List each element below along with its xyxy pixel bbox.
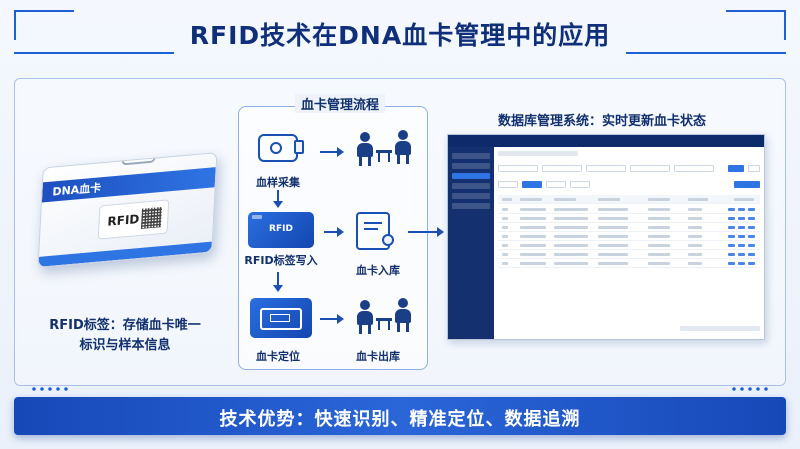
sidebar-item	[452, 203, 490, 209]
arrow-to-database	[408, 227, 444, 237]
database-screen	[447, 134, 765, 340]
qr-code-icon	[140, 206, 162, 229]
filter-field	[542, 165, 582, 172]
person-icon	[352, 300, 378, 334]
sidebar-item	[452, 193, 490, 199]
table-row	[498, 232, 760, 241]
table-row	[498, 241, 760, 250]
card-stripe: DNA血卡	[41, 167, 216, 203]
dna-blood-card-illustration: DNA血卡 RFID	[30, 150, 220, 270]
arrow-collection-to-handover	[320, 147, 344, 157]
screen-tab-active	[522, 181, 542, 188]
decorative-dots	[730, 386, 770, 392]
rfid-tag-label: RFID	[107, 211, 140, 229]
table-row	[498, 214, 760, 223]
table-row	[498, 250, 760, 259]
table-icon	[376, 318, 392, 330]
corner-decoration-right	[726, 10, 786, 40]
rfid-tag-caption: RFID标签：存储血卡唯一 标识与样本信息	[30, 316, 220, 356]
step-label-out: 血卡出库	[356, 350, 400, 363]
screen-topbar	[448, 135, 764, 147]
title-underline-right	[626, 52, 786, 54]
card-hole	[121, 152, 156, 166]
step-label-storage: 血卡入库	[356, 264, 400, 277]
person-icon	[390, 298, 416, 332]
card-box-icon	[250, 298, 312, 338]
card-stripe-label: DNA血卡	[52, 181, 102, 199]
screen-tab	[498, 181, 518, 188]
advantage-banner-text: 技术优势：快速识别、精准定位、数据追溯	[219, 409, 581, 430]
card-bottom-stripe	[38, 241, 212, 267]
table-row	[498, 259, 760, 268]
screen-tab	[570, 181, 590, 188]
arrow-rfid-to-locate	[273, 272, 283, 292]
screen-sidebar	[448, 147, 494, 339]
page-title: RFID技术在DNA血卡管理中的应用	[189, 21, 611, 50]
filter-field	[586, 165, 626, 172]
person-icon	[352, 132, 378, 166]
advantage-banner: 技术优势：快速识别、精准定位、数据追溯	[14, 397, 786, 435]
document-storage-icon	[356, 212, 394, 250]
table-row	[498, 223, 760, 232]
rfid-tag-caption-line1: RFID标签：存储血卡唯一	[49, 318, 201, 333]
rfid-tag-caption-line2: 标识与样本信息	[79, 338, 171, 353]
table-header-row	[498, 195, 760, 204]
database-caption: 数据库管理系统：实时更新血卡状态	[498, 114, 707, 129]
rfid-chip-text: RFID	[269, 224, 293, 234]
corner-decoration-left	[14, 10, 74, 40]
search-button	[728, 165, 744, 172]
add-button	[734, 181, 760, 188]
screen-tab	[546, 181, 566, 188]
table-icon	[376, 150, 392, 162]
decorative-dots	[30, 386, 70, 392]
sidebar-item	[452, 183, 490, 189]
arrow-collection-to-rfid	[273, 190, 283, 208]
filter-field	[674, 165, 714, 172]
step-label-rfid-writing: RFID标签写入	[244, 254, 318, 267]
sidebar-item-active	[452, 173, 490, 179]
screen-breadcrumb	[498, 151, 578, 156]
reset-button	[748, 165, 760, 172]
sidebar-item	[452, 153, 490, 159]
sidebar-item	[452, 163, 490, 169]
arrow-locate-to-out	[320, 314, 344, 324]
table-row	[498, 205, 760, 214]
card-reader-icon	[258, 134, 304, 162]
person-icon	[390, 130, 416, 164]
title-underline-left	[14, 52, 174, 54]
dna-blood-card: DNA血卡 RFID	[37, 151, 218, 269]
rfid-card-icon: RFID	[248, 212, 314, 248]
arrow-rfid-to-storage	[324, 227, 344, 237]
step-label-blood-collection: 血样采集	[256, 176, 300, 189]
screen-main	[498, 151, 760, 335]
filter-field	[630, 165, 670, 172]
step-label-locate: 血卡定位	[256, 350, 300, 363]
screen-pagination	[680, 326, 760, 331]
filter-field	[498, 165, 538, 172]
rfid-tag: RFID	[97, 199, 170, 240]
process-flow-title: 血卡管理流程	[295, 94, 386, 113]
